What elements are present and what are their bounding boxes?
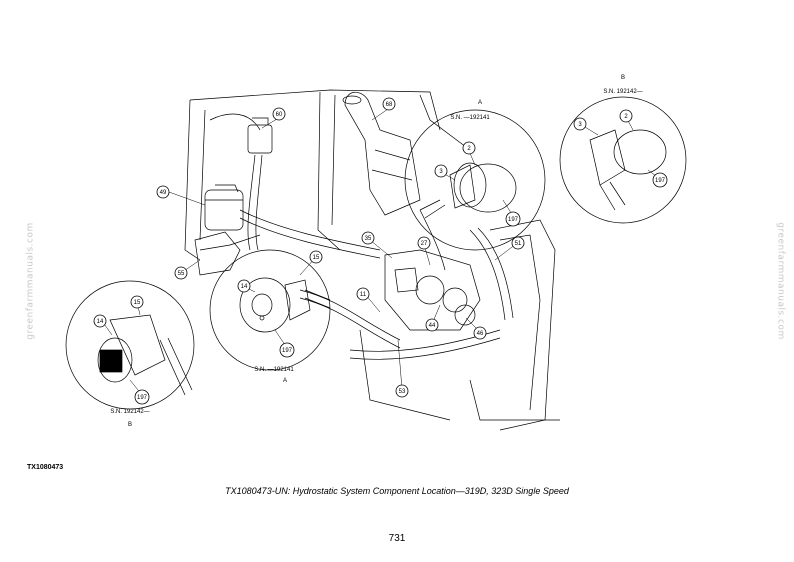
svg-text:197: 197: [137, 395, 148, 401]
svg-text:3: 3: [578, 122, 582, 128]
detail-b-left-serial: S.N. 192142—: [110, 409, 149, 415]
svg-text:49: 49: [160, 190, 167, 196]
callout-51: 51: [511, 236, 525, 250]
svg-text:51: 51: [515, 241, 522, 247]
svg-text:60: 60: [276, 112, 283, 118]
callout-60: 60: [272, 107, 286, 121]
watermark-left: greenfarmmanuals.com: [25, 222, 36, 340]
detail-a-top-serial: S.N. —192141: [450, 115, 490, 121]
page-number: 731: [388, 533, 406, 544]
callout-detail-a-14: 14: [237, 279, 251, 293]
figure-caption: TX1080473-UN: Hydrostatic System Compone…: [225, 486, 569, 496]
svg-text:197: 197: [655, 178, 666, 184]
callout-detail-a-15: 15: [309, 250, 323, 264]
callout-detail-a-2: 2: [462, 141, 476, 155]
svg-text:14: 14: [241, 284, 248, 290]
svg-text:2: 2: [467, 146, 471, 152]
callout-detail-b-left-14: 14: [93, 314, 107, 328]
svg-text:14: 14: [97, 319, 104, 325]
detail-a-top-letter: A: [478, 100, 482, 106]
callout-detail-a-bottom-197: 197: [279, 342, 295, 358]
figure-id: TX1080473: [27, 464, 64, 471]
svg-text:3: 3: [439, 169, 443, 175]
svg-text:27: 27: [421, 241, 428, 247]
callout-detail-b-2: 2: [619, 109, 633, 123]
svg-text:68: 68: [386, 102, 393, 108]
svg-text:35: 35: [365, 236, 372, 242]
callout-detail-a-197: 197: [505, 211, 521, 227]
detail-a-bottom-serial: S.N. —192141: [254, 367, 294, 373]
detail-b-top-letter: B: [621, 75, 625, 81]
svg-text:2: 2: [624, 114, 628, 120]
callout-55: 55: [174, 266, 188, 280]
detail-b-top-serial: S.N. 192142—: [603, 89, 642, 95]
svg-text:197: 197: [282, 348, 293, 354]
callout-11: 11: [356, 287, 370, 301]
callout-46: 46: [473, 326, 487, 340]
svg-text:46: 46: [477, 331, 484, 337]
svg-text:11: 11: [360, 292, 367, 298]
svg-text:55: 55: [178, 271, 185, 277]
callout-35: 35: [361, 231, 375, 245]
svg-text:197: 197: [508, 217, 519, 223]
callout-27: 27: [417, 236, 431, 250]
callout-44: 44: [425, 318, 439, 332]
callout-68: 68: [382, 97, 396, 111]
svg-text:15: 15: [313, 255, 320, 261]
watermark-right: greenfarmmanuals.com: [775, 222, 786, 340]
callout-3-main: 3: [434, 164, 448, 178]
svg-text:15: 15: [134, 300, 141, 306]
detail-a-bottom-letter: A: [283, 378, 287, 384]
callout-53: 53: [395, 384, 409, 398]
callout-detail-b-3: 3: [573, 117, 587, 131]
svg-text:44: 44: [429, 323, 436, 329]
detail-b-left-letter: B: [128, 422, 132, 428]
callout-49: 49: [156, 185, 170, 199]
callout-detail-b-left-197: 197: [134, 389, 150, 405]
svg-text:53: 53: [399, 389, 406, 395]
callout-detail-b-left-15: 15: [130, 295, 144, 309]
callout-detail-b-197: 197: [652, 172, 668, 188]
